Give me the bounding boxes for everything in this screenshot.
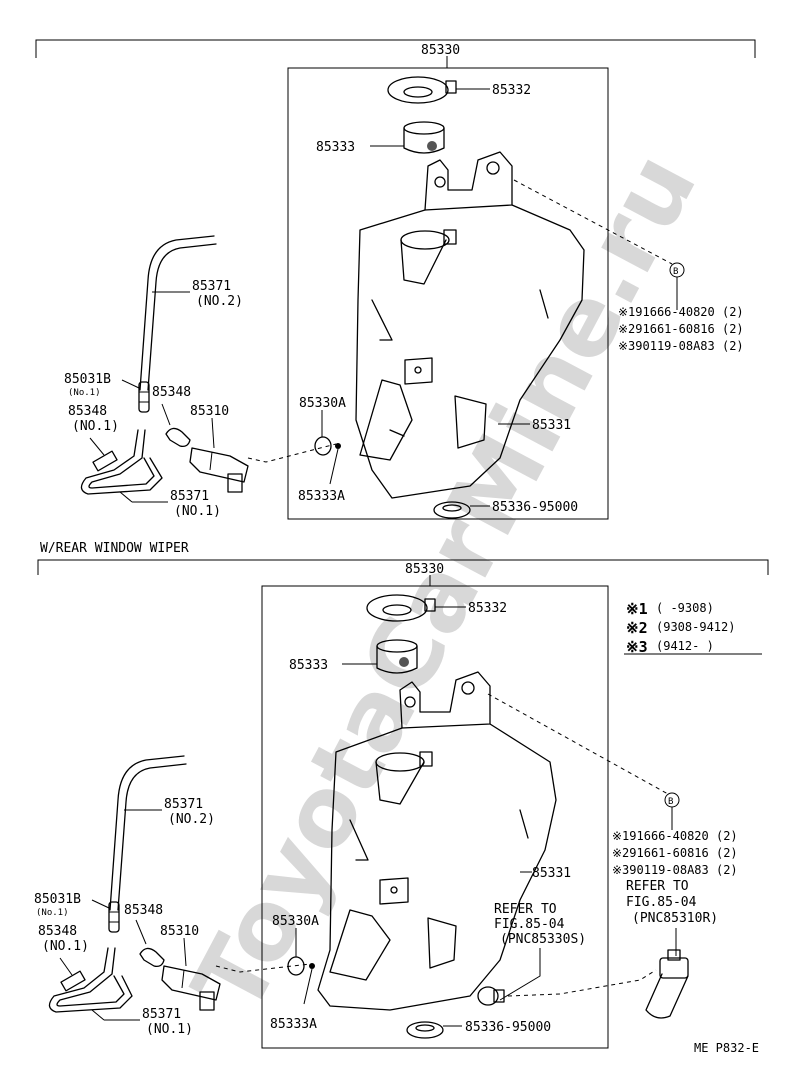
upper-cap-label: 85332 — [492, 83, 531, 98]
upper-strainer-label: 85333 — [316, 140, 355, 155]
legend-range-1: ( -9308) — [656, 601, 714, 615]
legend-range-2: (9308-9412) — [656, 620, 735, 634]
upper-joint-drawing — [165, 427, 191, 448]
lower-bolt-3: ※390119-08A83 (2) — [612, 863, 738, 877]
lower-grommet-bottom-drawing — [406, 1021, 444, 1039]
footer-code: ME P832-E — [694, 1041, 759, 1055]
upper-hose-no1-label: 85371 — [170, 489, 209, 504]
lower-bolt-1: ※191666-40820 (2) — [612, 829, 738, 843]
lower-strainer-label: 85333 — [289, 658, 328, 673]
lower-hose-no2-drawing — [109, 755, 187, 911]
lower-pump-label: 85310 — [160, 924, 199, 939]
lower-dash-bolt — [487, 693, 669, 795]
upper-joint-no1-sub: (NO.1) — [72, 419, 119, 434]
upper-hose-no2-sub: (NO.2) — [196, 294, 243, 309]
upper-tank-label: 85331 — [532, 418, 571, 433]
lower-grommet-pump-label: 85330A — [272, 914, 319, 929]
lower-refer-outer-1: REFER TO — [626, 879, 689, 894]
upper-valve-sub: (No.1) — [68, 388, 101, 398]
lower-hose-no1-sub: (NO.1) — [146, 1022, 193, 1037]
upper-cap-drawing — [387, 76, 457, 104]
upper-valve-label: 85031B — [64, 372, 111, 387]
lower-dash-outer — [507, 969, 657, 997]
upper-grommet-bottom-label: 85336-95000 — [492, 500, 578, 515]
lower-tank-drawing — [317, 671, 557, 1011]
lower-section: W/REAR WINDOW WIPER 85330 ※1 ( -9308) ※2… — [34, 541, 769, 1049]
legend-range-3: (9412- ) — [656, 639, 714, 653]
lower-joint-no1-label: 85348 — [38, 924, 77, 939]
lower-joint-no1-sub: (NO.1) — [42, 939, 89, 954]
lower-inner-pump-drawing — [477, 986, 505, 1006]
upper-assembly-label: 85330 — [421, 43, 460, 58]
upper-bracket — [35, 39, 756, 58]
lower-cap-drawing — [366, 594, 436, 622]
lower-valve-sub: (No.1) — [36, 908, 69, 918]
lower-assembly-label: 85330 — [405, 562, 444, 577]
lower-hose-no1-label: 85371 — [142, 1007, 181, 1022]
lower-strainer-drawing — [376, 639, 418, 674]
legend: ※1 ( -9308) ※2 (9308-9412) ※3 (9412- ) — [624, 600, 762, 656]
upper-pump-seal-label: 85333A — [298, 489, 345, 504]
upper-hose-no1-drawing — [80, 429, 163, 495]
lower-hose-no1-drawing — [48, 947, 133, 1013]
lower-bolt-2: ※291661-60816 (2) — [612, 846, 738, 860]
upper-hose-no2-drawing — [139, 235, 217, 391]
legend-mark-2: ※2 — [626, 619, 648, 637]
lower-refer-inner-3: (PNC85330S) — [500, 932, 586, 947]
lower-hose-no2-label: 85371 — [164, 797, 203, 812]
lower-grommet-bottom-label: 85336-95000 — [465, 1020, 551, 1035]
lower-frame — [261, 585, 609, 1049]
upper-strainer-drawing — [403, 121, 445, 154]
lower-joint-label: 85348 — [124, 903, 163, 918]
upper-dash-bolt — [513, 179, 673, 265]
upper-valve-drawing — [138, 381, 150, 413]
lower-rear-pump-drawing — [645, 949, 689, 1019]
upper-bolt-2: ※291661-60816 (2) — [618, 322, 744, 336]
lower-dash-pump — [215, 963, 311, 973]
legend-mark-3: ※3 — [626, 638, 648, 656]
upper-joint-no1-label: 85348 — [68, 404, 107, 419]
upper-tank-drawing — [355, 151, 585, 499]
lower-pump-drawing — [161, 965, 221, 1011]
upper-bolt-3: ※390119-08A83 (2) — [618, 339, 744, 353]
upper-grommet-bottom-drawing — [433, 501, 471, 519]
upper-pump-drawing — [189, 447, 249, 493]
lower-ref-b: B — [668, 797, 673, 807]
upper-frame — [287, 67, 609, 520]
lower-tank-label: 85331 — [532, 866, 571, 881]
upper-joint-label: 85348 — [152, 385, 191, 400]
lower-refer-outer-3: (PNC85310R) — [632, 911, 718, 926]
upper-hose-no1-sub: (NO.1) — [174, 504, 221, 519]
upper-section: 85330 85332 85333 — [35, 39, 756, 520]
upper-grommet-pump-label: 85330A — [299, 396, 346, 411]
legend-mark-1: ※1 — [626, 600, 648, 618]
lower-pump-seal-label: 85333A — [270, 1017, 317, 1032]
upper-ref-b: B — [673, 267, 678, 277]
upper-bolt-1: ※191666-40820 (2) — [618, 305, 744, 319]
upper-hose-no2-label: 85371 — [192, 279, 231, 294]
lower-refer-outer-2: FIG.85-04 — [626, 895, 697, 910]
upper-pump-label: 85310 — [190, 404, 229, 419]
lower-refer-inner-1: REFER TO — [494, 902, 557, 917]
lower-bracket — [37, 559, 769, 575]
lower-joint-drawing — [139, 947, 165, 968]
upper-grommet-pump-drawing — [314, 436, 341, 456]
section-title: W/REAR WINDOW WIPER — [40, 541, 189, 556]
lower-cap-label: 85332 — [468, 601, 507, 616]
lower-refer-inner-2: FIG.85-04 — [494, 917, 565, 932]
upper-dash-pump — [247, 443, 337, 463]
lower-valve-label: 85031B — [34, 892, 81, 907]
lower-valve-drawing — [108, 901, 120, 933]
lower-hose-no2-sub: (NO.2) — [168, 812, 215, 827]
